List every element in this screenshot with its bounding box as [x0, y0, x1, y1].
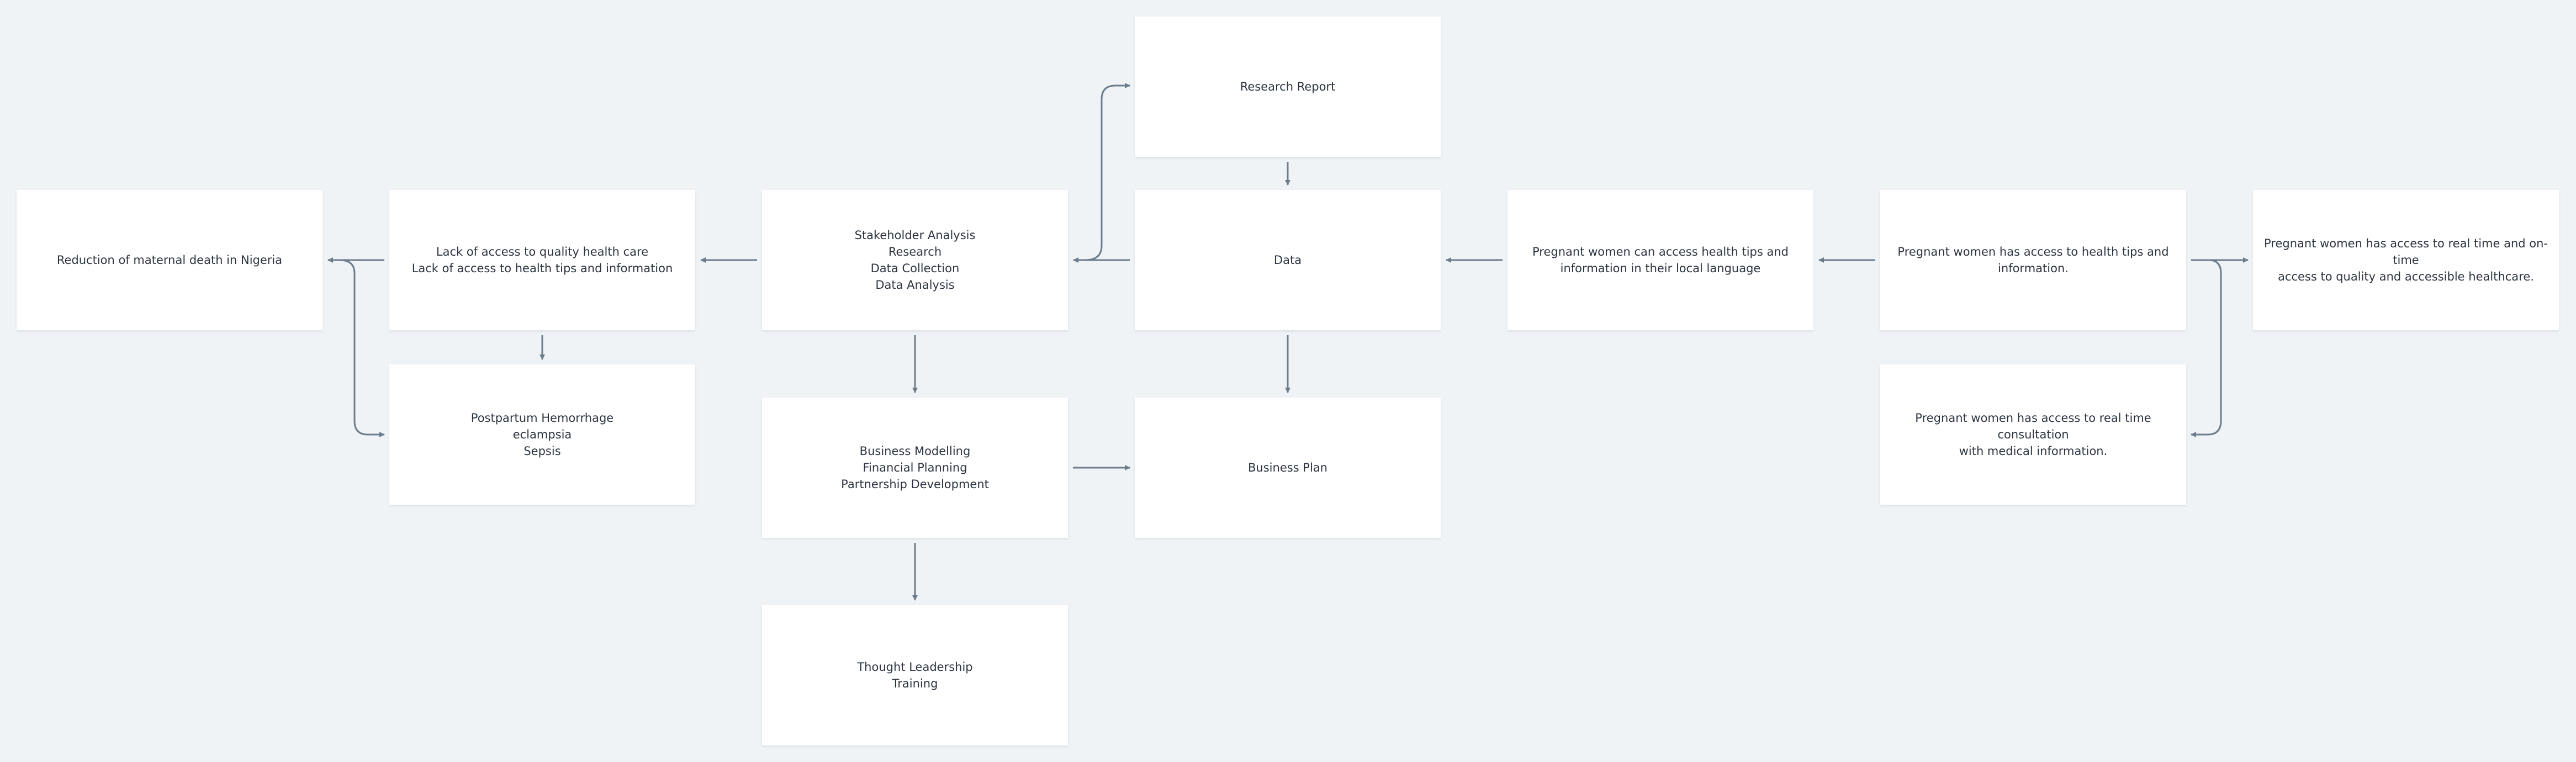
- node-business-modelling[interactable]: Business Modelling Financial Planning Pa…: [762, 398, 1068, 538]
- node-data-label: Data: [1273, 253, 1302, 267]
- node-reduction-maternal-death[interactable]: Reduction of maternal death in Nigeria: [17, 190, 322, 330]
- node-stakeholder-analysis-label: Stakeholder Analysis Research Data Colle…: [854, 229, 976, 292]
- node-business-modelling-label: Business Modelling Financial Planning Pa…: [841, 444, 989, 491]
- node-lack-of-access[interactable]: Lack of access to quality health care La…: [389, 190, 695, 330]
- node-research-report[interactable]: Research Report: [1135, 17, 1441, 157]
- node-thought-leadership[interactable]: Thought Leadership Training: [762, 605, 1068, 745]
- node-business-plan-label: Business Plan: [1248, 461, 1327, 474]
- edge-health-tips-to-consultation: [2191, 259, 2222, 437]
- node-research-report-label: Research Report: [1240, 80, 1336, 93]
- node-reduction-maternal-death-label: Reduction of maternal death in Nigeria: [56, 253, 283, 267]
- node-health-tips-access[interactable]: Pregnant women has access to health tips…: [1880, 190, 2186, 330]
- node-postpartum-conditions[interactable]: Postpartum Hemorrhage eclampsia Sepsis: [389, 364, 695, 505]
- edge-stakeholder-to-research-report: [1085, 83, 1130, 261]
- node-realtime-healthcare-access[interactable]: Pregnant women has access to real time a…: [2253, 190, 2559, 330]
- node-realtime-consultation[interactable]: Pregnant women has access to real time c…: [1880, 364, 2186, 505]
- node-local-language-access[interactable]: Pregnant women can access health tips an…: [1507, 190, 1813, 330]
- node-local-language-access-label: Pregnant women can access health tips an…: [1532, 245, 1789, 275]
- node-postpartum-conditions-label: Postpartum Hemorrhage eclampsia Sepsis: [470, 411, 614, 458]
- node-stakeholder-analysis[interactable]: Stakeholder Analysis Research Data Colle…: [762, 190, 1068, 330]
- node-realtime-healthcare-access-label: Pregnant women has access to real time a…: [2264, 237, 2548, 283]
- node-health-tips-access-label: Pregnant women has access to health tips…: [1897, 245, 2169, 275]
- edge-reduction-to-postpartum: [339, 259, 385, 437]
- node-realtime-consultation-label: Pregnant women has access to real time c…: [1915, 411, 2151, 458]
- node-lack-of-access-label: Lack of access to quality health care La…: [411, 245, 673, 275]
- node-data[interactable]: Data: [1135, 190, 1441, 330]
- node-business-plan[interactable]: Business Plan: [1135, 398, 1441, 538]
- node-thought-leadership-label: Thought Leadership Training: [857, 660, 973, 690]
